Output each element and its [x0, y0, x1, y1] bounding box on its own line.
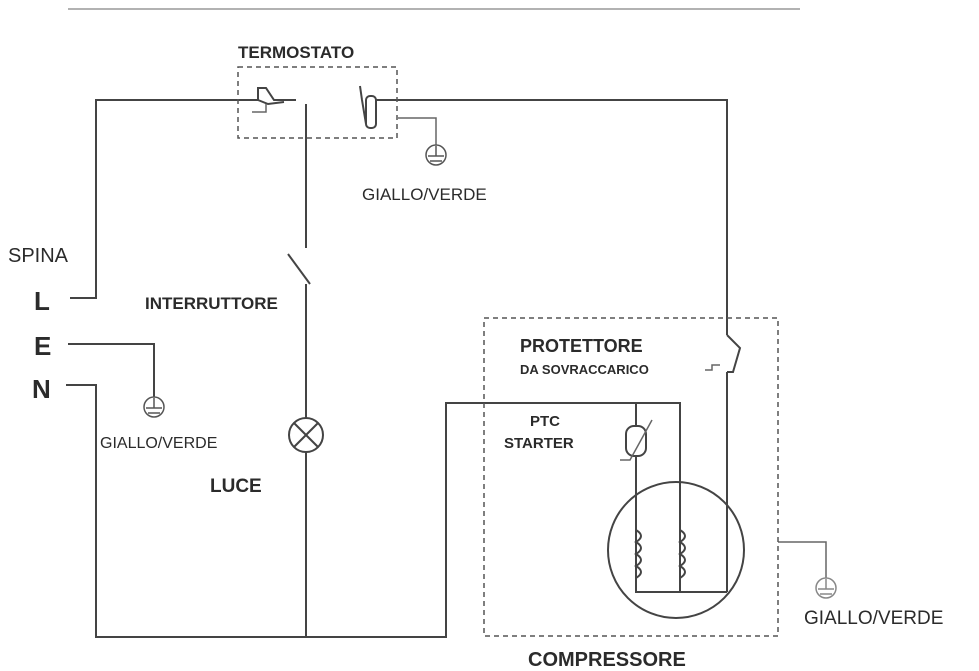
overload-heater [705, 364, 720, 371]
overload-contact [726, 334, 742, 373]
label-starter: STARTER [504, 435, 574, 452]
label-ptc: PTC [530, 413, 560, 430]
ground-icon-left [143, 396, 165, 418]
label-giallo-verde-top: GIALLO/VERDE [362, 185, 487, 204]
ground-icon-top [425, 144, 447, 166]
label-protettore: PROTETTORE [520, 336, 643, 356]
label-l: L [34, 286, 50, 316]
label-termostato: TERMOSTATO [238, 43, 354, 62]
switch-blade [287, 253, 311, 285]
thermostat [237, 66, 398, 139]
label-giallo-verde-left: GIALLO/VERDE [100, 435, 217, 452]
ground-icon-right [815, 577, 837, 599]
label-n: N [32, 374, 51, 404]
label-spina: SPINA [8, 245, 69, 267]
wire-n [66, 384, 681, 638]
label-interruttore: INTERRUTTORE [145, 294, 278, 313]
wire-thermo-ground [398, 117, 437, 145]
label-compressore: COMPRESSORE [528, 649, 686, 671]
label-giallo-verde-right: GIALLO/VERDE [804, 608, 943, 629]
wires [66, 99, 827, 638]
wire-e [68, 343, 155, 400]
label-da-sovraccarico: DA SOVRACCARICO [520, 362, 649, 377]
motor [607, 481, 745, 619]
lamp [288, 417, 324, 453]
label-e: E [34, 331, 51, 361]
wire-compressor-ground [778, 541, 827, 580]
wire-ptc [635, 403, 727, 593]
ptc-starter-icon [620, 419, 653, 461]
compressor-box [483, 317, 779, 637]
wire-top-right [380, 99, 728, 335]
wire-l [70, 99, 258, 299]
label-luce: LUCE [210, 476, 262, 497]
